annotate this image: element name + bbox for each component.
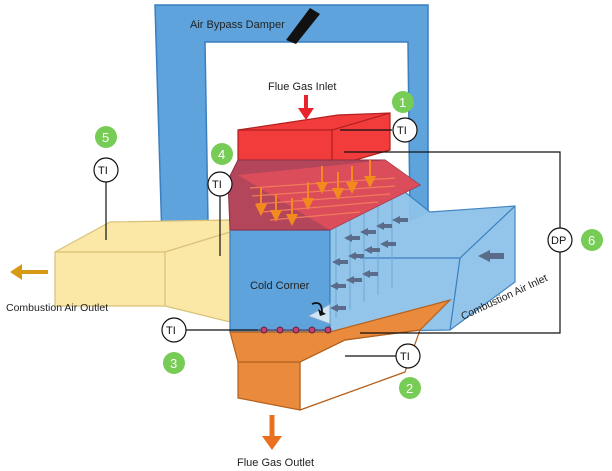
svg-text:3: 3 <box>170 356 177 371</box>
svg-text:TI: TI <box>400 351 410 363</box>
svg-text:2: 2 <box>406 381 413 396</box>
flue-gas-outlet-label: Flue Gas Outlet <box>237 457 314 469</box>
svg-text:TI: TI <box>212 179 222 191</box>
ti-instrument-2[interactable]: TI <box>395 343 421 369</box>
ti-instrument-3[interactable]: TI <box>161 317 187 343</box>
svg-text:TI: TI <box>397 125 407 137</box>
ti-instrument-5[interactable]: TI <box>93 157 119 183</box>
thermocouple-row <box>256 326 332 334</box>
instrument-lines <box>105 129 561 357</box>
badge-1: 1 <box>392 91 414 113</box>
badge-3: 3 <box>163 352 185 374</box>
combustion-air-outlet-label: Combustion Air Outlet <box>6 302 108 314</box>
badge-4: 4 <box>211 143 233 165</box>
badge-5: 5 <box>95 126 117 148</box>
flue-gas-down-arrows <box>255 160 376 226</box>
air-bypass-damper-label: Air Bypass Damper <box>190 19 285 31</box>
cold-corner-label: Cold Corner <box>250 280 310 292</box>
internal-air-arrows <box>330 216 408 312</box>
ti-instrument-1[interactable]: TI <box>392 117 418 143</box>
dp-instrument-6[interactable]: DP <box>547 227 573 253</box>
svg-text:TI: TI <box>166 325 176 337</box>
svg-text:1: 1 <box>399 95 406 110</box>
cold-corner-pointer-icon <box>311 302 323 313</box>
damper-blade-icon[interactable] <box>286 8 320 44</box>
ti-instrument-4[interactable]: TI <box>207 171 233 197</box>
badge-6: 6 <box>581 229 603 251</box>
svg-text:6: 6 <box>588 233 595 248</box>
badge-2: 2 <box>399 377 421 399</box>
svg-text:4: 4 <box>218 147 225 162</box>
svg-text:TI: TI <box>98 165 108 177</box>
flue-gas-inlet-label: Flue Gas Inlet <box>268 81 336 93</box>
svg-text:5: 5 <box>102 130 109 145</box>
combustion-air-inlet-arrow <box>478 250 504 262</box>
svg-text:DP: DP <box>551 235 566 247</box>
